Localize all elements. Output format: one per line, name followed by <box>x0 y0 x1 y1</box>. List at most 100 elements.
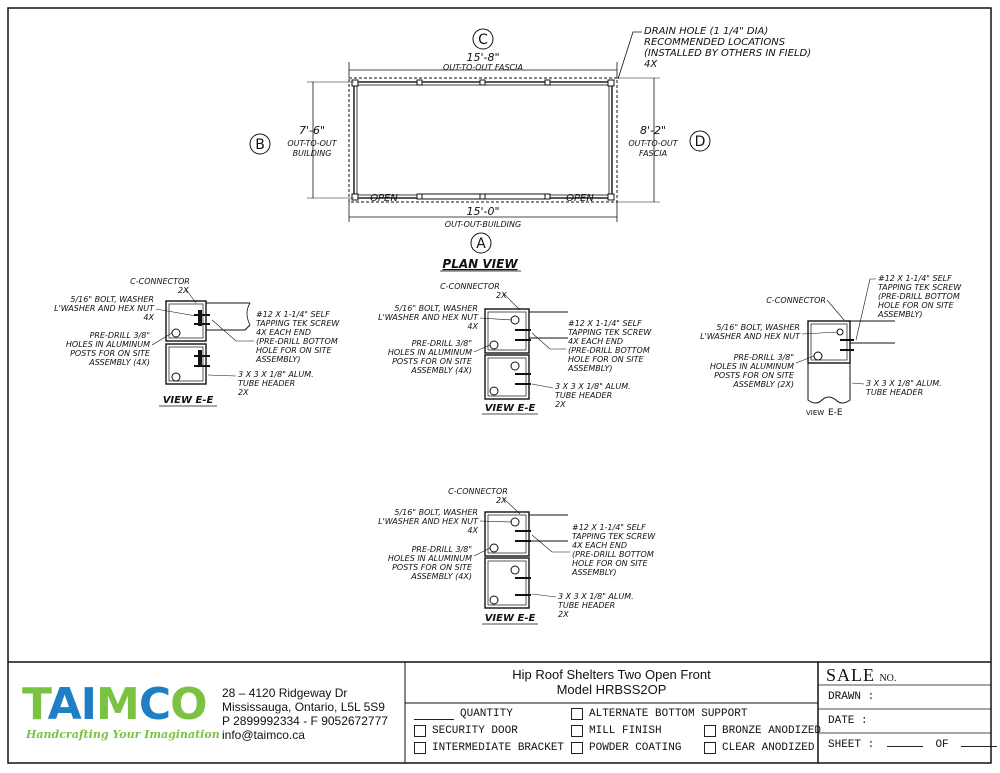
screw-label-4: (PRE-DRILL BOTTOM <box>878 292 960 301</box>
detail-view-2: C-CONNECTOR 2X 5/16" BOLT, WASHER L'WASH… <box>378 282 652 415</box>
c-connector-qty: 2X <box>496 496 507 505</box>
bolt-label-2: L'WASHER AND HEX NUT <box>378 313 479 322</box>
left-dimension-label-2: BUILDING <box>293 149 332 158</box>
option-label: CLEAR ANODIZED <box>722 742 815 754</box>
bolt-qty: 4X <box>467 322 478 331</box>
open-label-left: OPEN <box>370 193 398 204</box>
bolt-label-1: 5/16" BOLT, WASHER <box>716 323 800 332</box>
bolt-label-1: 5/16" BOLT, WASHER <box>70 295 154 304</box>
address-line-1: 28 – 4120 Ridgeway Dr <box>222 686 348 700</box>
tube-qty: 2X <box>558 610 569 619</box>
tube-qty: 2X <box>238 388 249 397</box>
screw-label-2: TAPPING TEK SCREW <box>572 532 656 541</box>
checkbox[interactable] <box>414 725 426 737</box>
tube-label-2: TUBE HEADER <box>238 379 295 388</box>
option-alternate-bottom-support[interactable]: ALTERNATE BOTTOM SUPPORT <box>571 708 747 720</box>
c-connector-label: C-CONNECTOR <box>130 277 190 286</box>
checkbox[interactable] <box>571 725 583 737</box>
option-label: ALTERNATE BOTTOM SUPPORT <box>589 708 748 720</box>
predrill-label-3: POSTS FOR ON SITE <box>70 349 151 358</box>
company-address: 28 – 4120 Ridgeway Dr Mississauga, Ontar… <box>222 686 388 742</box>
bottom-dimension-label: OUT-OUT-BUILDING <box>445 220 521 229</box>
title-block: TAIMCO Handcrafting Your Imagination <box>22 662 991 763</box>
c-connector-label: C-CONNECTOR <box>440 282 500 291</box>
view-title-4: VIEW E-E <box>485 613 536 624</box>
checkbox[interactable] <box>704 725 716 737</box>
sale-no-label: NO. <box>879 673 897 684</box>
logo-tagline: Handcrafting Your Imagination <box>25 728 220 741</box>
checkbox[interactable] <box>571 742 583 754</box>
email-link[interactable]: info@taimco.ca <box>222 728 305 742</box>
plan-view: 15'-8" OUT-TO-OUT FASCIA C 15'-0" OUT-OU… <box>249 26 811 272</box>
drawing-title-line-1: Hip Roof Shelters Two Open Front <box>512 667 711 682</box>
option-security-door[interactable]: SECURITY DOOR <box>414 725 518 737</box>
screw-label-2: TAPPING TEK SCREW <box>568 328 652 337</box>
screw-label-1: #12 X 1-1/4" SELF <box>572 523 646 532</box>
screw-label-3: 4X EACH END <box>572 541 627 550</box>
bolt-label-2: L'WASHER AND HEX NUT <box>378 517 479 526</box>
drain-note-3: (INSTALLED BY OTHERS IN FIELD) <box>644 48 811 59</box>
screw-label-5: HOLE FOR ON SITE <box>878 301 955 310</box>
screw-label-5: HOLE FOR ON SITE <box>568 355 645 364</box>
c-connector-label: C-CONNECTOR <box>766 296 826 305</box>
tube-label-1: 3 X 3 X 1/8" ALUM. <box>558 592 634 601</box>
screw-label-1: #12 X 1-1/4" SELF <box>568 319 642 328</box>
bolt-label-1: 5/16" BOLT, WASHER <box>394 508 478 517</box>
predrill-label-2: HOLES IN ALUMINUM <box>388 554 472 563</box>
drain-note-2: RECOMMENDED LOCATIONS <box>644 37 786 48</box>
drawn-label: DRAWN : <box>828 691 875 703</box>
sheet-field: SHEET : OF <box>828 739 998 751</box>
predrill-label-4: ASSEMBLY (2X) <box>732 380 794 389</box>
checkbox[interactable] <box>571 708 583 720</box>
screw-label-2: TAPPING TEK SCREW <box>878 283 962 292</box>
sheet-border <box>7 7 992 764</box>
view-title-2: VIEW E-E <box>485 403 536 414</box>
checkbox[interactable] <box>704 742 716 754</box>
option-label: SECURITY DOOR <box>432 725 518 737</box>
screw-label-4: (PRE-DRILL BOTTOM <box>256 337 338 346</box>
tube-label-1: 3 X 3 X 1/8" ALUM. <box>238 370 314 379</box>
option-clear-anodized[interactable]: CLEAR ANODIZED <box>704 742 814 754</box>
screw-label-4: (PRE-DRILL BOTTOM <box>568 346 650 355</box>
grid-marker-a: A <box>476 236 486 252</box>
view-word-3: VIEW <box>806 409 824 417</box>
screw-label-3: 4X EACH END <box>256 328 311 337</box>
right-dimension-label-2: FASCIA <box>639 149 667 158</box>
bottom-dimension: 15'-0" <box>466 205 499 218</box>
predrill-label-3: POSTS FOR ON SITE <box>392 563 473 572</box>
checkbox[interactable] <box>414 742 426 754</box>
option-mill-finish[interactable]: MILL FINISH <box>571 725 662 737</box>
drain-note-1: DRAIN HOLE (1 1/4" DIA) <box>644 26 768 37</box>
detail-view-4: C-CONNECTOR 2X 5/16" BOLT, WASHER L'WASH… <box>378 487 656 625</box>
option-label: BRONZE ANODIZED <box>722 725 822 737</box>
option-label: INTERMEDIATE BRACKET <box>432 742 565 754</box>
bolt-label-2: L'WASHER AND HEX NUT <box>54 304 155 313</box>
top-dimension: 15'-8" <box>466 51 499 64</box>
quantity-field[interactable]: QUANTITY <box>414 708 513 720</box>
drawing-title: Hip Roof Shelters Two Open Front Model H… <box>405 667 818 697</box>
bolt-label-2: L'WASHER AND HEX NUT <box>700 332 801 341</box>
drain-note-4: 4X <box>644 59 658 70</box>
sale-label: SALE <box>826 665 875 685</box>
predrill-label-1: PRE-DRILL 3/8" <box>412 339 472 348</box>
grid-marker-b: B <box>255 137 265 153</box>
tube-qty: 2X <box>555 400 566 409</box>
option-powder-coating[interactable]: POWDER COATING <box>571 742 681 754</box>
tube-label-1: 3 X 3 X 1/8" ALUM. <box>555 382 631 391</box>
date-label: DATE : <box>828 715 868 727</box>
option-intermediate-bracket[interactable]: INTERMEDIATE BRACKET <box>414 742 564 754</box>
option-bronze-anodized[interactable]: BRONZE ANODIZED <box>704 725 821 737</box>
predrill-label-1: PRE-DRILL 3/8" <box>90 331 150 340</box>
predrill-label-4: ASSEMBLY (4X) <box>410 572 472 581</box>
predrill-label-4: ASSEMBLY (4X) <box>88 358 150 367</box>
tube-label-2: TUBE HEADER <box>555 391 612 400</box>
screw-label-5: HOLE FOR ON SITE <box>256 346 333 355</box>
screw-label-1: #12 X 1-1/4" SELF <box>878 274 952 283</box>
of-label: OF <box>935 739 949 751</box>
tube-label-2: TUBE HEADER <box>558 601 615 610</box>
grid-marker-d: D <box>695 134 706 150</box>
predrill-label-2: HOLES IN ALUMINUM <box>388 348 472 357</box>
view-ee-3: E-E <box>828 408 843 418</box>
predrill-label-2: HOLES IN ALUMINUM <box>710 362 794 371</box>
